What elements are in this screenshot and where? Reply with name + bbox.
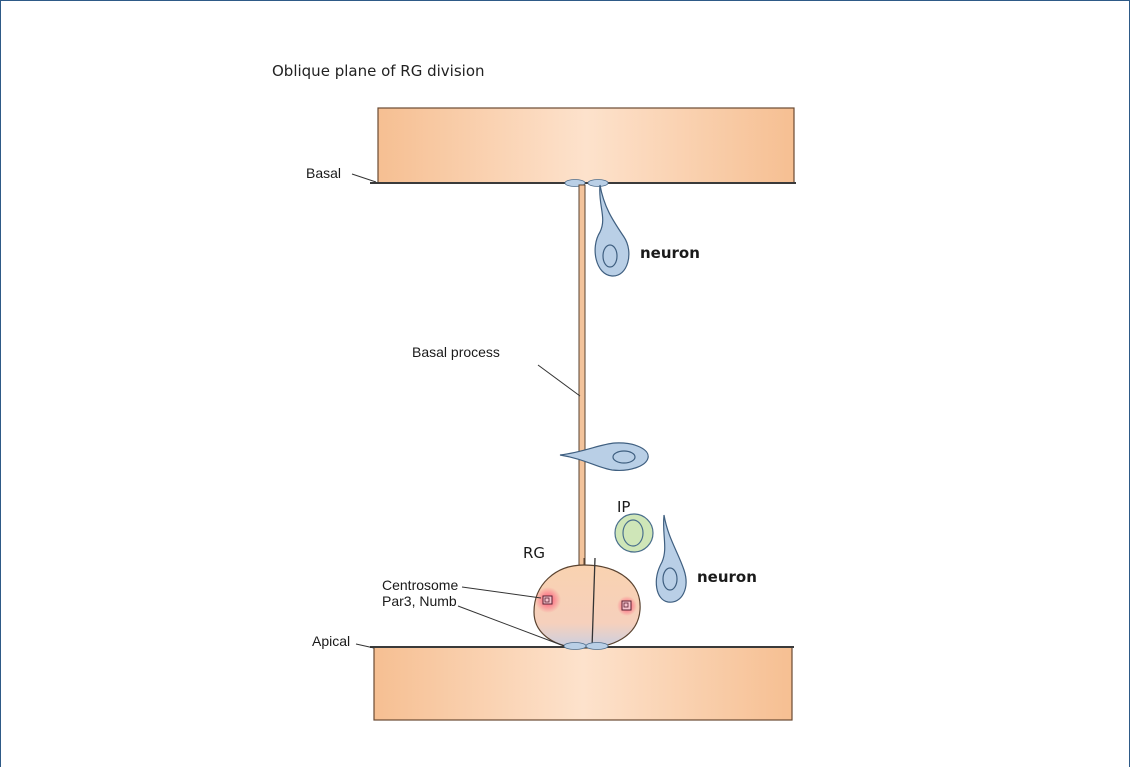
- centrosome-leader: [462, 587, 541, 598]
- basal-process: [579, 185, 585, 565]
- rg-label: RG: [523, 544, 545, 562]
- apical-endfoot-right: [586, 643, 608, 650]
- basal-label: Basal: [306, 165, 341, 181]
- ip-label: IP: [617, 498, 630, 516]
- basal-leader: [352, 174, 376, 182]
- basal-process-leader: [538, 365, 580, 396]
- ip-cell: [615, 514, 653, 552]
- apical-slab: [370, 647, 794, 720]
- basal-process-label: Basal process: [412, 344, 500, 360]
- neuron-bottom-label: neuron: [697, 568, 757, 586]
- basal-slab: [370, 108, 796, 183]
- centrosome-left: [535, 587, 561, 613]
- neuron-top: [595, 185, 629, 276]
- neuron-bottom: [656, 515, 686, 602]
- centrosome-right: [617, 596, 637, 616]
- neuron-top-label: neuron: [640, 244, 700, 262]
- par3-numb-label: Par3, Numb: [382, 593, 457, 609]
- centrosome-label: Centrosome: [382, 577, 458, 593]
- migrating-neuron: [560, 443, 648, 470]
- basal-endfoot-right: [588, 180, 608, 187]
- apical-label: Apical: [312, 633, 350, 649]
- apical-endfoot-left: [564, 643, 586, 650]
